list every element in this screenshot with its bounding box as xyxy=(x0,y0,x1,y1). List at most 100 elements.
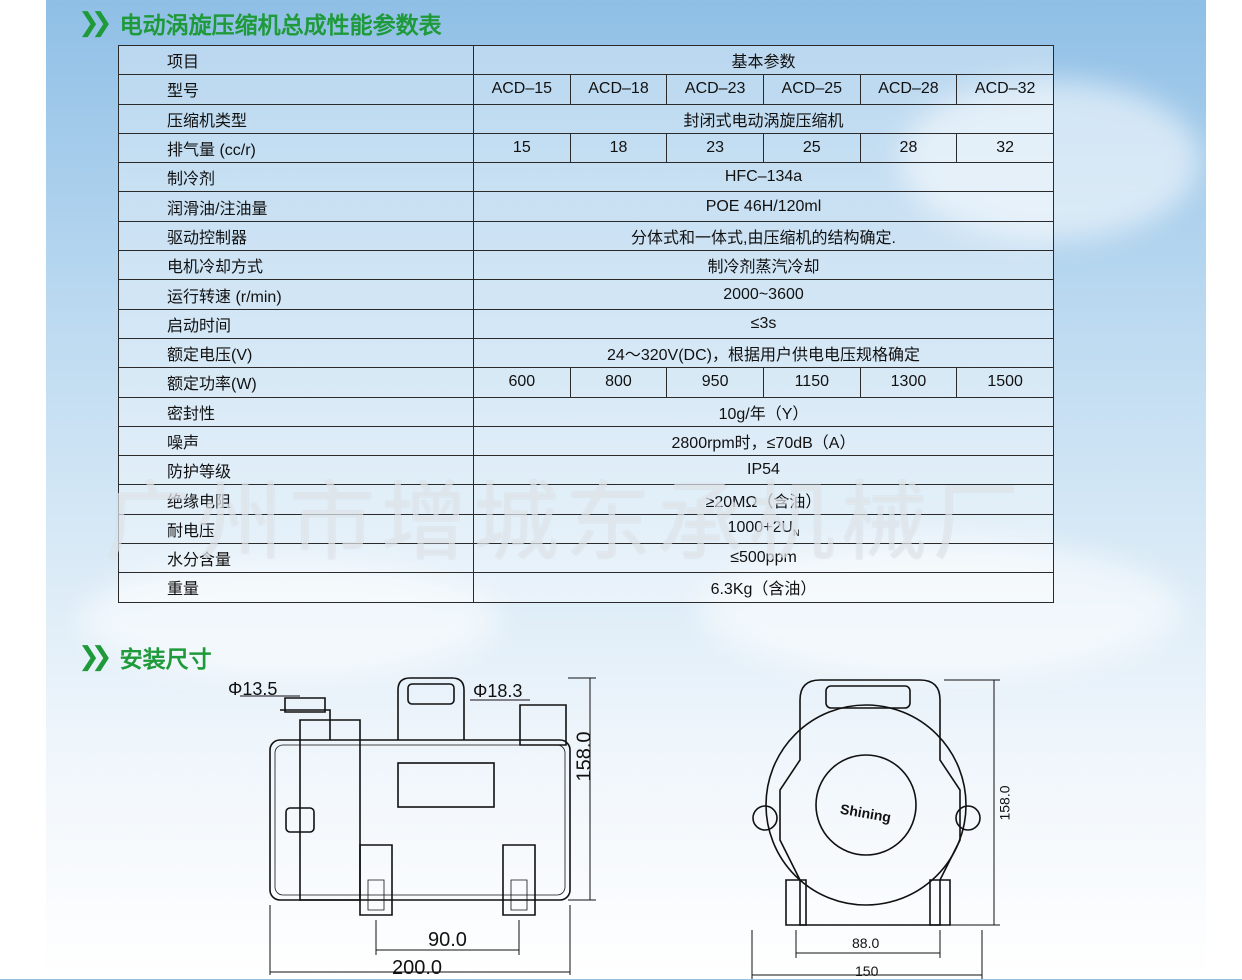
row-value-text: 1000+2U xyxy=(727,519,793,537)
row-cell: 800 xyxy=(569,367,668,398)
table-row: 运行转速 (r/min) 2000~3600 xyxy=(118,279,1054,310)
row-label: 驱动控制器 xyxy=(118,220,474,252)
connector xyxy=(285,807,315,833)
outlet-port xyxy=(519,704,567,746)
row-label: 启动时间 xyxy=(118,308,474,339)
row-value: POE 46H/120ml xyxy=(473,191,1054,222)
row-label: 额定功率(W) xyxy=(118,367,474,398)
label-plate xyxy=(397,762,495,808)
row-value-text: 6.3Kg（含油） xyxy=(710,581,817,599)
table-row: 绝缘电阻 ≥20MΩ（含油） xyxy=(118,484,1054,515)
row-label: 防护等级 xyxy=(118,455,474,486)
row-value: 分体式和一体式,由压缩机的结构确定. xyxy=(473,220,1054,252)
row-cell: 1500 xyxy=(956,367,1054,398)
row-value: ≤3s xyxy=(473,308,1054,339)
table-row: 水分含量≤500ppm xyxy=(118,543,1054,574)
row-label: 润滑油/注油量 xyxy=(118,191,474,222)
row-value: IP54 xyxy=(473,455,1054,486)
row-cell: ACD–18 xyxy=(569,74,668,105)
section-title-install: ❯❯ 安装尺寸 xyxy=(78,642,212,673)
side-end-cap xyxy=(299,719,361,901)
table-row: 润滑油/注油量 POE 46H/120ml xyxy=(118,191,1054,222)
table-row: 密封性 10g/年（Y） xyxy=(118,396,1054,427)
mount-ear-left xyxy=(752,805,778,831)
row-value-text: 2000~3600 xyxy=(723,285,804,303)
row-cell: ACD–25 xyxy=(762,74,861,105)
row-value: 2800rpm时，≤70dB（A） xyxy=(473,425,1054,457)
mount-foot-right xyxy=(502,844,536,916)
table-row: 防护等级 IP54 xyxy=(118,455,1054,486)
row-value-text: 分体式和一体式,由压缩机的结构确定. xyxy=(631,229,896,247)
row-label: 水分含量 xyxy=(118,543,474,574)
row-value: 10g/年（Y） xyxy=(473,396,1054,427)
row-label: 电机冷却方式 xyxy=(118,250,474,281)
row-value-text: ≤3s xyxy=(750,314,777,332)
dim-diameter-outlet: Φ18.3 xyxy=(473,681,523,701)
side-body xyxy=(269,739,571,901)
row-value-text: 封闭式电动涡旋压缩机 xyxy=(683,112,844,130)
row-cell: 25 xyxy=(762,132,861,164)
row-value-text: 24～320V(DC)，根据用户供电电压规格确定 xyxy=(607,347,920,365)
row-label: 排气量 (cc/r) xyxy=(118,132,474,164)
row-value-text: ≥20MΩ（含油） xyxy=(705,493,822,511)
inlet-port xyxy=(284,697,326,713)
row-cell: ACD–23 xyxy=(666,74,764,105)
dim-side-mount: 90.0 xyxy=(428,929,467,951)
row-label: 绝缘电阻 xyxy=(118,484,474,515)
row-value: 封闭式电动涡旋压缩机 xyxy=(473,103,1054,134)
row-label: 密封性 xyxy=(118,396,474,427)
row-value-text: POE 46H/120ml xyxy=(705,197,822,215)
row-value: HFC–134a xyxy=(473,162,1054,193)
front-housing xyxy=(765,704,967,906)
row-value-text: 10g/年（Y） xyxy=(718,405,809,423)
table-row: 额定电压(V) 24～320V(DC)，根据用户供电电压规格确定 xyxy=(118,337,1054,369)
row-value: 2000~3600 xyxy=(473,279,1054,310)
row-value-text: 制冷剂蒸汽冷却 xyxy=(707,259,820,277)
row-value-text: HFC–134a xyxy=(724,168,803,186)
table-row: 启动时间 ≤3s xyxy=(118,308,1054,339)
dim-diameter-inlet: Φ13.5 xyxy=(228,679,278,699)
row-cell: 950 xyxy=(666,367,764,398)
row-label: 压缩机类型 xyxy=(118,103,474,134)
row-value: ≥20MΩ（含油） xyxy=(473,484,1054,515)
dim-side-length: 200.0 xyxy=(392,957,443,979)
row-cell: 28 xyxy=(859,132,958,164)
table-header-row: 项目 基本参数 xyxy=(118,44,1054,76)
row-value-text: 2800rpm时，≤70dB（A） xyxy=(671,435,856,452)
watermark: 广州市增城东承机械厂 xyxy=(105,473,1025,573)
mount-foot-left xyxy=(359,844,393,916)
dim-front-mount: 88.0 xyxy=(852,935,880,951)
row-cell: 600 xyxy=(473,367,571,398)
section-title-performance: ❯❯ 电动涡旋压缩机总成性能参数表 xyxy=(78,8,442,39)
row-label: 型号 xyxy=(118,74,474,105)
row-label: 运行转速 (r/min) xyxy=(118,279,474,310)
row-label: 额定电压(V) xyxy=(118,337,474,369)
row-cell: 1150 xyxy=(762,367,861,398)
dim-front-width: 150 xyxy=(855,963,879,979)
row-cell: ACD–15 xyxy=(473,74,571,105)
left-margin xyxy=(0,0,46,979)
row-value: 6.3Kg（含油） xyxy=(473,572,1054,603)
row-value-text: IP54 xyxy=(747,461,780,479)
side-view xyxy=(240,677,596,975)
row-value: 24～320V(DC)，根据用户供电电压规格确定 xyxy=(473,337,1054,369)
front-logo-ring xyxy=(815,754,917,856)
top-boss xyxy=(397,677,465,740)
row-cell: 1300 xyxy=(859,367,958,398)
row-value: ≤500ppm xyxy=(473,543,1054,574)
row-value-subscript: N xyxy=(792,528,800,539)
row-cell: ACD–32 xyxy=(956,74,1054,105)
right-margin xyxy=(1206,0,1242,979)
row-cell: 15 xyxy=(473,132,571,164)
table-row: 压缩机类型 封闭式电动涡旋压缩机 xyxy=(118,103,1054,134)
dim-front-height: 158.0 xyxy=(996,785,1013,821)
front-body xyxy=(779,679,961,926)
front-view xyxy=(751,679,1000,979)
